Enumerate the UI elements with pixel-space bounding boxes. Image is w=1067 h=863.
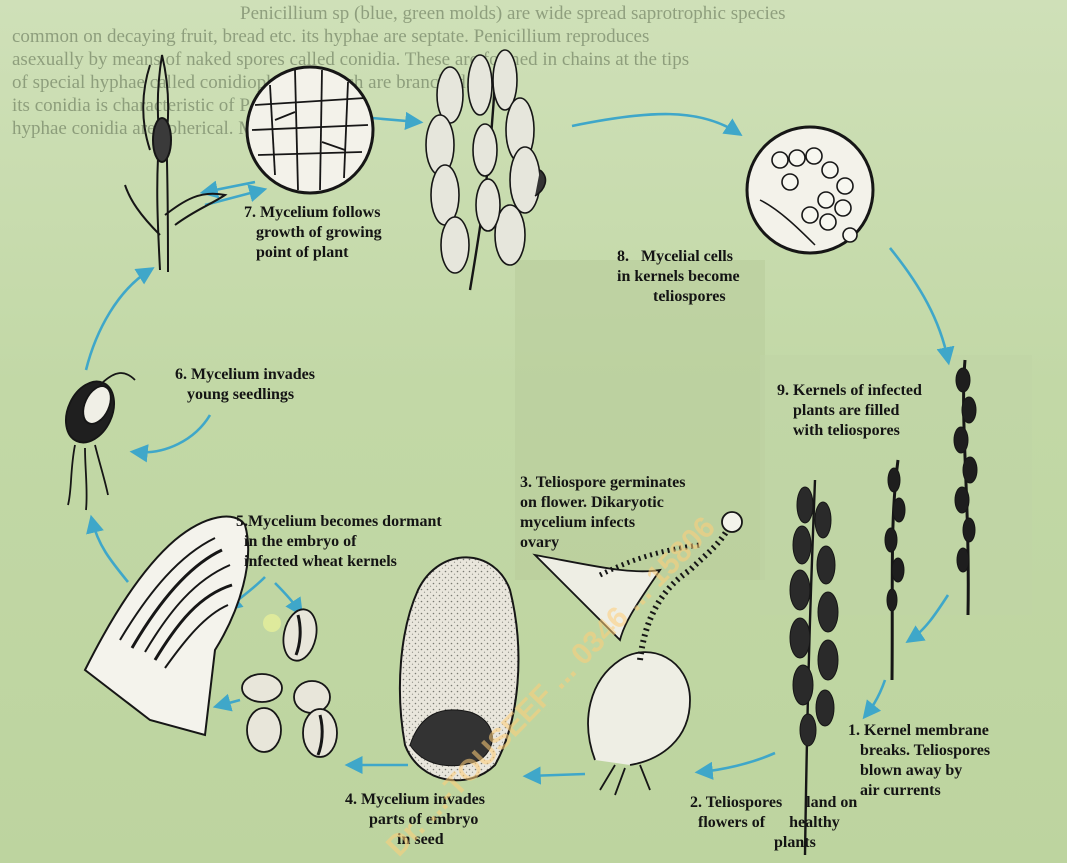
step-6-label: 6. Mycelium invades young seedlings <box>175 365 315 405</box>
young-plant-drawing <box>125 55 225 272</box>
step-8-label: 8. Mycelial cells in kernels become teli… <box>617 247 740 307</box>
arrow-5-to-kernel <box>275 583 300 612</box>
arrow-to-spike <box>372 118 418 122</box>
step-1-label: 1. Kernel membrane breaks. Teliospores b… <box>848 721 990 801</box>
step-9-label: 9. Kernels of infected plants are filled… <box>777 381 922 441</box>
embryo-section <box>85 517 248 735</box>
seedling-drawing <box>57 373 135 510</box>
arrow-6-to-seedling <box>135 415 210 452</box>
mycelium-magnified-circle <box>247 67 373 193</box>
infected-kernels <box>242 606 337 757</box>
step-7-label: 7. Mycelium follows growth of growing po… <box>244 203 382 263</box>
step-5-label: 5.Mycelium becomes dormant in the embryo… <box>236 512 442 572</box>
arrow-to-cells <box>572 114 738 133</box>
arrow-5-to-6 <box>92 520 128 582</box>
arrow-6-to-7 <box>86 270 150 370</box>
highlight-dot <box>263 614 281 632</box>
teliospore-cells-circle <box>747 127 873 253</box>
arrow-kernels-to-5 <box>218 700 240 706</box>
arrow-3-to-4 <box>528 774 585 776</box>
step-2-label: 2. Teliospores land on flowers of health… <box>690 793 857 853</box>
arrow-1-to-2 <box>700 753 775 772</box>
arrow-1-down <box>866 680 885 715</box>
arrow-to-step9 <box>890 248 948 360</box>
wheat-spike-flowering <box>426 50 545 290</box>
step-3-label: 3. Teliospore germinates on flower. Dika… <box>520 473 685 553</box>
arrow-7-b <box>205 182 255 192</box>
